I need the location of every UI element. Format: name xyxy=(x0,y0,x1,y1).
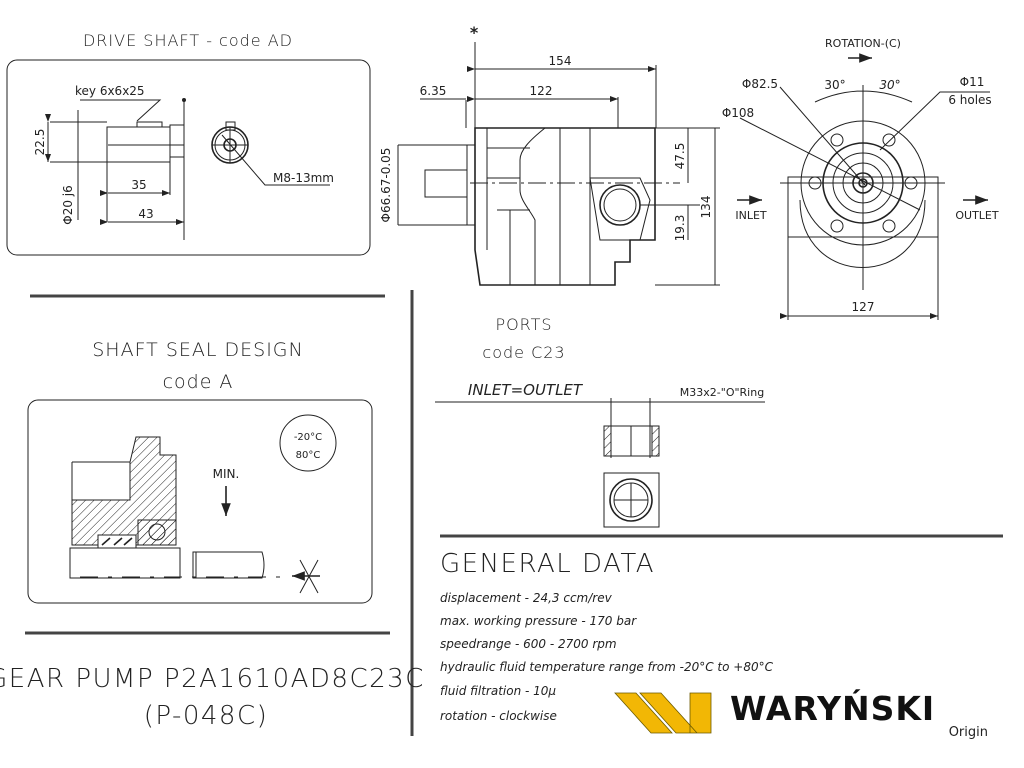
shaft-seal-code: code A xyxy=(163,371,234,393)
dim-82-5: Φ82.5 xyxy=(742,77,778,91)
logo-brand: WARYŃSKI xyxy=(730,688,935,728)
key-label: key 6x6x25 xyxy=(75,84,145,98)
shaft-seal-title: SHAFT SEAL DESIGN xyxy=(92,339,304,361)
dim-diameter-20: Φ20 j6 xyxy=(61,185,75,225)
shaft-collar xyxy=(169,124,185,158)
drive-shaft-frame xyxy=(6,59,371,256)
product-code: (P-048C) xyxy=(144,701,269,731)
dim-154: 154 xyxy=(549,54,572,68)
ports-section: PORTS code C23 INLET=OUTLET M33x2-"O"Rin… xyxy=(435,315,765,528)
general-data-line: rotation - clockwise xyxy=(440,709,557,723)
thread-label: M8-13mm xyxy=(273,171,334,185)
dim-47-5: 47.5 xyxy=(673,143,687,170)
pump-shaft xyxy=(424,169,468,198)
product-name: GEAR PUMP P2A1610AD8C23C xyxy=(0,664,425,694)
pump-body xyxy=(474,127,656,286)
general-data-section: GENERAL DATA displacement - 24,3 ccm/rev… xyxy=(440,549,774,723)
drive-shaft-title: DRIVE SHAFT - code AD xyxy=(83,31,293,50)
dim-127: 127 xyxy=(852,300,875,314)
dim-35: 35 xyxy=(131,178,146,192)
dim-6-35: 6.35 xyxy=(420,84,447,98)
general-data-line: max. working pressure - 170 bar xyxy=(440,614,637,628)
dim-22-5: 22.5 xyxy=(33,129,47,156)
temp-max: 80°C xyxy=(296,450,321,461)
pump-side-view: * 154 122 6.35 Φ66.67-0.05 47.5 19.3 134 xyxy=(379,23,720,286)
temperature-circle xyxy=(279,414,337,472)
inlet-label: INLET xyxy=(735,209,767,222)
general-data-line: speedrange - 600 - 2700 rpm xyxy=(440,637,617,651)
waryski-logo: WARYŃSKI Origin xyxy=(614,688,988,740)
logo-sub: Origin xyxy=(949,725,988,740)
datum-mark: * xyxy=(470,23,479,42)
holes-count: 6 holes xyxy=(948,93,991,107)
temp-min: -20°C xyxy=(294,432,322,443)
general-data-line: hydraulic fluid temperature range from -… xyxy=(440,660,774,674)
dim-43: 43 xyxy=(138,207,153,221)
key-leader xyxy=(80,99,162,122)
general-data-title: GENERAL DATA xyxy=(440,549,655,579)
angle-right: 30° xyxy=(879,78,900,92)
dim-108: Φ108 xyxy=(722,106,754,120)
rotation-label: ROTATION-(C) xyxy=(825,37,901,50)
logo-mark-icon xyxy=(614,692,712,734)
general-data-line: fluid filtration - 10µ xyxy=(440,684,556,698)
dim-pilot-diameter: Φ66.67-0.05 xyxy=(379,148,393,223)
dim-134: 134 xyxy=(699,196,713,219)
dim-19-3: 19.3 xyxy=(673,215,687,242)
ports-title: PORTS xyxy=(495,315,552,334)
port-circle xyxy=(599,184,641,226)
min-label: MIN. xyxy=(213,467,240,481)
drive-shaft-section: DRIVE SHAFT - code AD key 6x6x25 22.5 Φ2… xyxy=(6,31,371,256)
shaft-key xyxy=(136,121,163,128)
shaft-seal-section: SHAFT SEAL DESIGN code A MIN. -20°C 80°C xyxy=(27,339,373,604)
outlet-label: OUTLET xyxy=(955,209,999,222)
pump-front-view: ROTATION-(C) Φ82.5 Φ108 30° 30° Φ11 6 ho… xyxy=(722,37,999,320)
general-data-line: displacement - 24,3 ccm/rev xyxy=(440,591,613,605)
ports-relation: INLET=OUTLET xyxy=(468,381,584,399)
dim-122: 122 xyxy=(530,84,553,98)
ports-code: code C23 xyxy=(482,343,565,362)
ports-thread: M33x2-"O"Ring xyxy=(680,386,764,399)
angle-left: 30° xyxy=(824,78,845,92)
holes-diameter: Φ11 xyxy=(960,75,985,89)
